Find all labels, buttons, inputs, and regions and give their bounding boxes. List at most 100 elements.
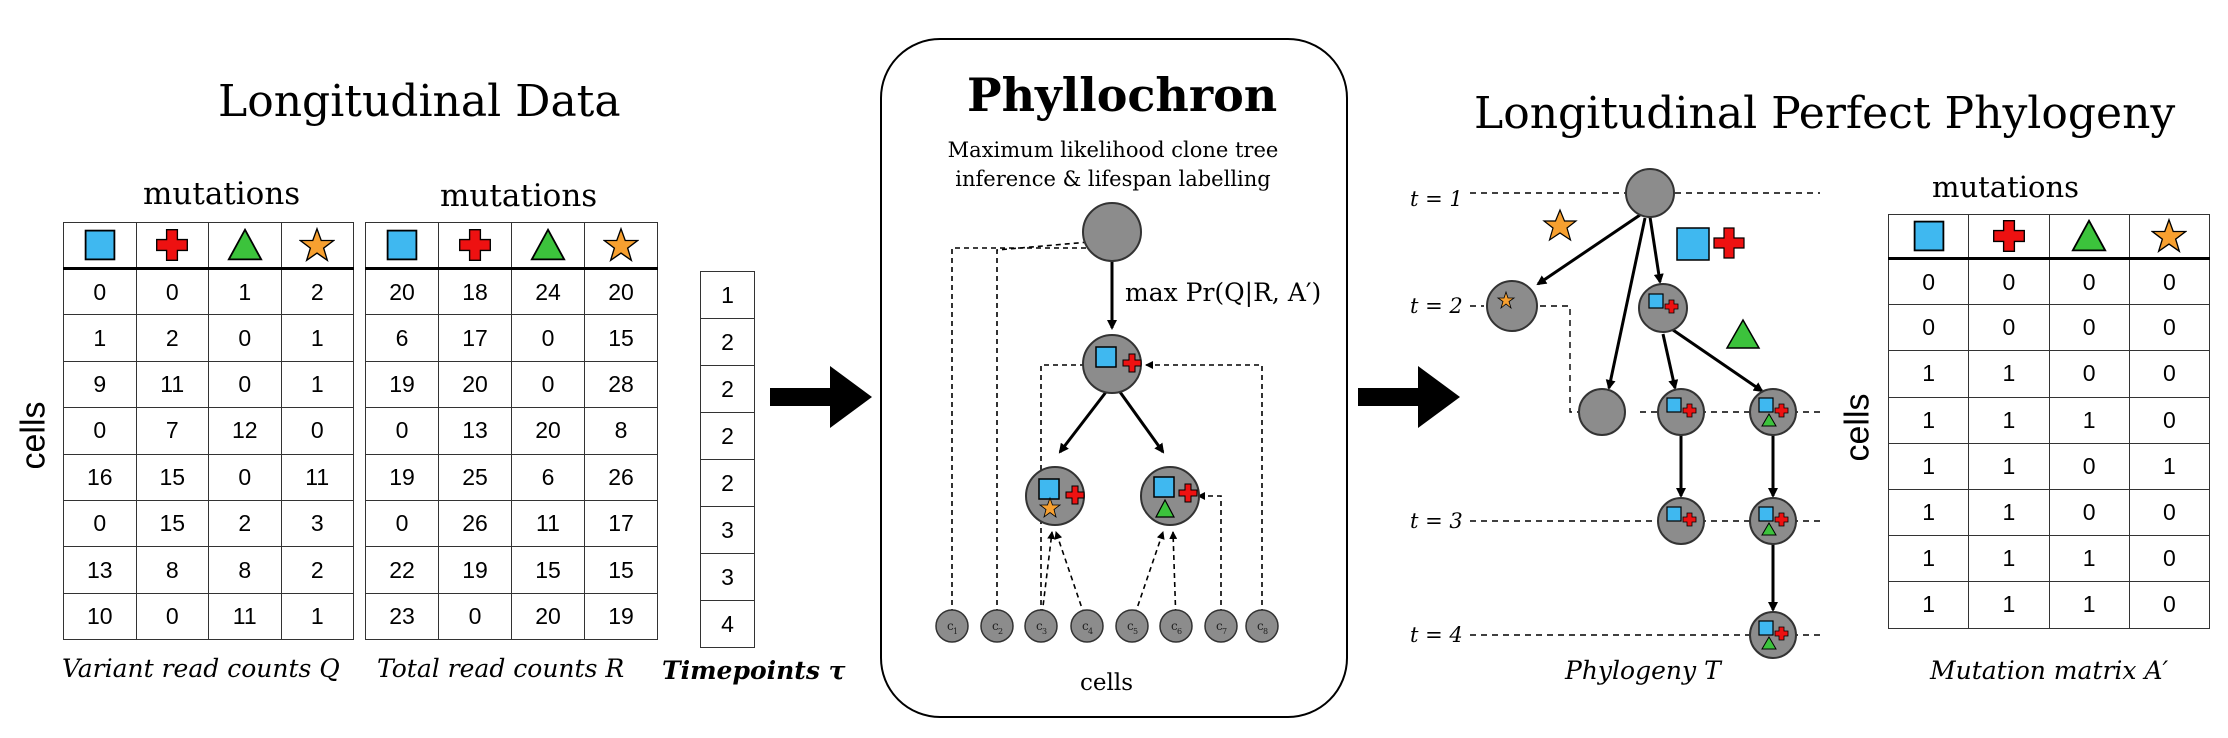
table-cell: 11 — [135, 360, 209, 409]
phylogeny-tree — [1470, 168, 1820, 659]
mutation-header-cell — [63, 222, 137, 270]
table-cell: 0 — [2048, 304, 2130, 352]
red-cross-icon — [459, 229, 491, 261]
table-cell: 15 — [584, 546, 658, 594]
table-cell: 1 — [1887, 442, 1970, 490]
table-cell: 0 — [208, 314, 282, 362]
table-cell: 0 — [2048, 350, 2130, 398]
mutation-header-cell — [1968, 214, 2050, 260]
mutation-header-cell — [511, 222, 585, 270]
table-cell: 15 — [511, 546, 585, 594]
table-cell: 2 — [280, 267, 354, 316]
table-cell: 1 — [1887, 350, 1970, 398]
phyllochron-formula: max Pr(Q|R, A′) — [1125, 278, 1322, 307]
mutation-header-cell — [1887, 214, 1970, 260]
table-cell: 0 — [2048, 442, 2130, 490]
table-cell: 15 — [135, 453, 209, 501]
table-cell: 0 — [438, 592, 512, 641]
a-mutations-label: mutations — [1932, 170, 2080, 204]
table-cell: 3 — [700, 553, 755, 601]
table-cell: 0 — [1968, 257, 2050, 306]
table-cell: 10 — [63, 592, 137, 641]
svg-text:4: 4 — [1088, 627, 1093, 636]
table-cell: 1 — [2048, 396, 2130, 444]
table-cell: 0 — [63, 267, 137, 316]
table-row: 3 — [700, 506, 755, 554]
table-cell: 0 — [2048, 257, 2130, 306]
svg-text:c: c — [947, 619, 954, 633]
table-cell: 0 — [1887, 257, 1970, 306]
table-cell: 19 — [365, 360, 439, 409]
table-cell: 2 — [700, 412, 755, 460]
table-cell: 1 — [1887, 535, 1970, 583]
table-cell: 1 — [2048, 581, 2130, 629]
table-cell: 1 — [208, 267, 282, 316]
table-cell: 1 — [700, 271, 755, 319]
blue-square-icon — [84, 229, 116, 261]
r-caption: Total read counts R — [377, 654, 625, 683]
table-cell: 19 — [438, 546, 512, 594]
table-row: 3 — [700, 553, 755, 601]
table-cell: 12 — [208, 407, 282, 455]
red-cross-icon — [1992, 220, 2025, 252]
cell-node: c 8 — [1245, 609, 1279, 643]
table-cell: 20 — [365, 267, 439, 316]
subtitle-line-1: Maximum likelihood clone tree — [947, 138, 1279, 162]
svg-text:2: 2 — [998, 627, 1003, 636]
table-cell: 0 — [2128, 581, 2211, 629]
table-cell: 20 — [511, 407, 585, 455]
table-cell: 0 — [2128, 535, 2211, 583]
mutation-header-cell — [438, 222, 512, 270]
tau-caption: Timepoints τ — [662, 656, 846, 685]
table-cell: 6 — [511, 453, 585, 501]
svg-text:c: c — [992, 619, 999, 633]
phyllochron-title: Phyllochron — [967, 68, 1278, 122]
mutation-header-cell — [280, 222, 354, 270]
table-cell: 1 — [1968, 396, 2050, 444]
table-cell: 0 — [2128, 350, 2211, 398]
svg-text:5: 5 — [1133, 627, 1138, 636]
table-row: 2 — [700, 459, 755, 507]
table-cell: 1 — [280, 314, 354, 362]
table-cell: 28 — [584, 360, 658, 409]
table-cell: 0 — [365, 499, 439, 548]
perfect-phylogeny-title: Longitudinal Perfect Phylogeny — [1474, 88, 2176, 139]
table-row: 1 — [700, 271, 755, 319]
table-cell: 0 — [2048, 488, 2130, 537]
table-cell: 8 — [208, 546, 282, 594]
r-mutations-label: mutations — [440, 178, 598, 214]
table-cell: 2 — [280, 546, 354, 594]
table-cell: 8 — [135, 546, 209, 594]
table-cell: 1 — [1887, 488, 1970, 537]
table-cell: 3 — [700, 506, 755, 554]
table-cell: 0 — [1968, 304, 2050, 352]
table-cell: 15 — [584, 314, 658, 362]
table-cell: 1 — [63, 314, 137, 362]
mutation-header-cell — [135, 222, 209, 270]
svg-text:c: c — [1257, 619, 1264, 633]
table-cell: 3 — [280, 499, 354, 548]
phyllochron-subtitle: Maximum likelihood clone tree inference … — [928, 136, 1298, 194]
table-cell: 0 — [208, 453, 282, 501]
timepoint-t3: t = 3 — [1410, 509, 1463, 533]
table-cell: 2 — [208, 499, 282, 548]
table-cell: 8 — [584, 407, 658, 455]
table-cell: 2 — [135, 314, 209, 362]
table-row: 2 — [700, 318, 755, 366]
table-cell: 0 — [208, 360, 282, 409]
cell-node: c 5 — [1115, 609, 1149, 643]
table-cell: 0 — [1887, 304, 1970, 352]
table-cell: 0 — [2128, 304, 2211, 352]
svg-text:c: c — [1082, 619, 1089, 633]
